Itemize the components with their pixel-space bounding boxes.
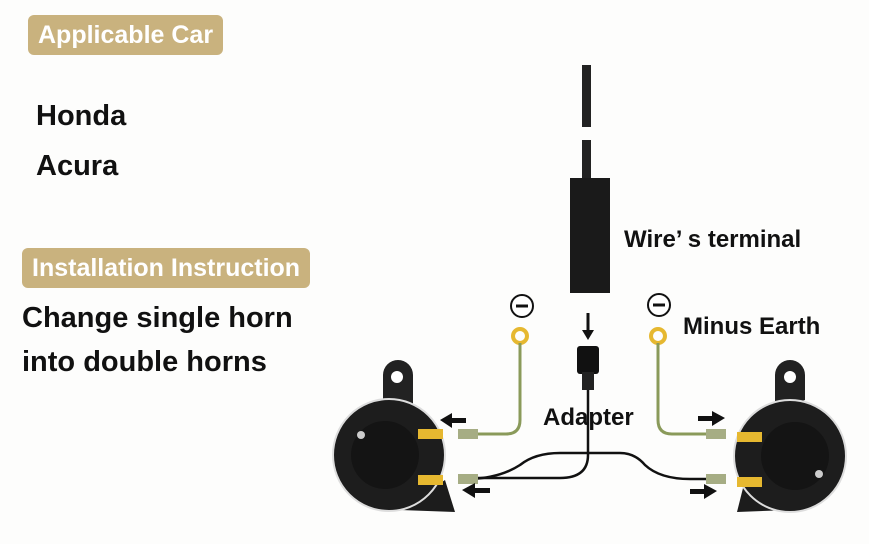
instruction-line-1: Change single horn — [22, 302, 293, 334]
car-honda: Honda — [36, 100, 127, 132]
arrow-right-icon — [698, 411, 725, 426]
horn-left — [332, 360, 455, 512]
minus-icon-right — [647, 293, 671, 317]
earth-wire-right — [649, 327, 726, 439]
direction-arrows — [440, 411, 725, 499]
adapter-label: Adapter — [543, 404, 634, 431]
applicable-car-badge: Applicable Car — [28, 15, 224, 55]
arrow-left-icon — [440, 413, 466, 428]
wire-terminal-graphic — [570, 65, 610, 293]
minus-earth-label: Minus Earth — [683, 313, 821, 340]
arrow-right-icon — [690, 484, 717, 499]
wire-terminal-label: Wire’ s terminal — [624, 226, 802, 253]
earth-wire-left — [458, 327, 529, 439]
horn-right — [733, 360, 847, 513]
adapter-graphic — [577, 346, 599, 390]
arrow-left-icon — [462, 483, 490, 498]
instruction-line-2: into double horns — [22, 346, 267, 378]
minus-icon-left — [510, 294, 534, 318]
power-wires — [458, 390, 726, 484]
arrow-down-icon — [582, 313, 594, 340]
installation-badge: Installation Instruction — [22, 248, 311, 288]
car-acura: Acura — [36, 150, 119, 182]
